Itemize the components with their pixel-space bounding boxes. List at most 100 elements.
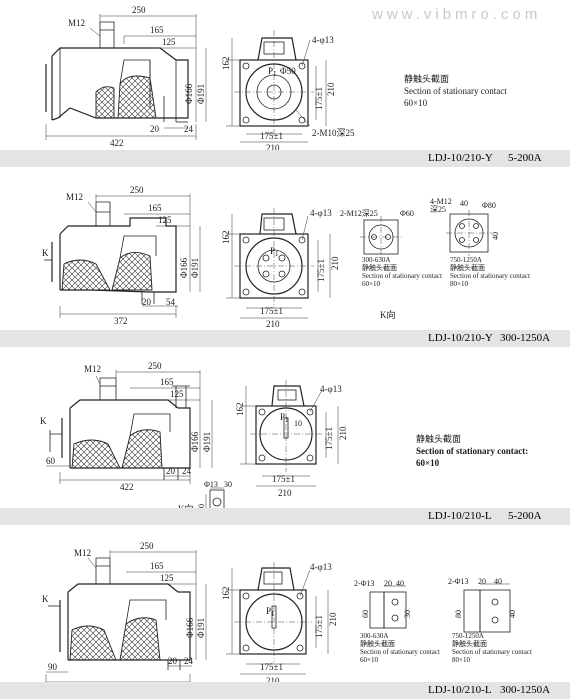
dim-125: 125 [162,37,176,47]
section-note: 静触头截面 Section of stationary contact 60×1… [404,73,507,108]
side-view-dimensions: M12 250 165 125 440 90 20 24 Φ166 Φ191 K [42,541,207,694]
dim-125: 125 [170,389,184,399]
dim-165: 165 [150,25,164,35]
drawing-canvas: M12 250 165 125 372 20 54 Φ166 Φ191 K [42,185,530,329]
model-title: LDJ-10/210-L [428,510,492,522]
section-a-en: Section of stationary contact [360,648,440,656]
section-b-cn: 静触头截面 [452,639,487,648]
section-a-40: 40 [396,579,404,588]
dim-162: 162 [235,403,245,417]
phi-60: Φ60 [400,209,414,218]
contact-section-a: 2-M12深25 Φ60 300-630A 静触头截面 Section of s… [340,209,442,288]
dim-175-horizontal: 175±1 [260,131,283,141]
dim-422: 422 [110,138,124,148]
dim-bolt: 2-M10深25 [312,128,355,138]
drawing-sheet-4: M12 250 165 125 440 90 20 24 Φ166 Φ191 K [0,534,570,700]
dim-phi50: Φ50 [280,66,296,76]
dim-phi166: Φ166 [179,257,189,278]
section-a-top: 2-Φ13 [354,579,375,588]
model-range: 5-200A [508,152,542,164]
section-size: 60×10 [416,458,440,468]
dim-210-horizontal: 210 [266,143,280,153]
dim-phi191: Φ191 [190,258,200,278]
section-label-en: Section of stationary contact [404,86,507,96]
k-marker: K [40,416,47,426]
dim-phi166: Φ166 [190,431,200,452]
dim-250: 250 [132,5,146,15]
dim-250: 250 [140,541,154,551]
front-view-dimensions: 4-φ13 162 175±1 210 175±1 210 P1 K向 [221,208,396,329]
thread-label: M12 [68,18,85,28]
section-a-20: 20 [384,579,392,588]
transformer-side-view [44,201,177,304]
dim-175-horizontal: 175±1 [272,474,295,484]
bolt-a: 2-M12深25 [340,209,378,218]
dim-210-vertical: 210 [338,426,348,440]
dim-175-vertical: 175±1 [316,259,326,282]
dim-20: 20 [150,124,160,134]
dim-422: 422 [120,482,134,492]
dim-holes: 4-φ13 [310,562,332,572]
side-view-dimensions: M12 250 165 125 372 20 54 Φ166 Φ191 K [42,185,201,326]
terminal-p1: P1 [266,606,275,618]
front-view-dimensions: 4-φ13 162 175±1 210 175±1 210 10 P1 [235,384,348,498]
section-b-40: 40 [494,577,502,586]
k-marker: K [42,248,49,258]
section-b-cn: 静触头截面 [450,263,485,272]
dim-372: 372 [114,316,128,326]
section-label-en: Section of stationary contact: [416,446,528,456]
dim-210-horizontal: 210 [278,488,292,498]
section-b-en: Section of stationary contact [452,648,532,656]
terminal-p1: P1 [268,66,277,78]
dim-phi166: Φ166 [184,83,194,104]
section-b-en: Section of stationary contact [450,272,530,280]
section-a-size: 60×10 [362,280,380,288]
k-view-label: K向 [380,309,396,320]
dim-24: 24 [184,124,194,134]
dim-holes: 4-φ13 [320,384,342,394]
dim-40-top: 40 [460,199,468,208]
deep-b: 深25 [430,205,446,214]
model-range: 300-1250A [500,332,551,344]
contact-section-b: 2-Φ13 20 40 80 40 750-1250A 静触头截面 Sectio… [448,577,532,664]
section-label-cn: 静触头截面 [404,73,449,84]
transformer-front-view [234,208,314,308]
dim-phi191: Φ191 [202,432,212,452]
transformer-side-view [45,21,189,123]
drawing-canvas: M12 250 165 125 422 20 24 Φ166 Φ191 [45,5,507,153]
model-title: LDJ-10/210-Y [428,152,493,164]
dim-holes: 4-φ13 [310,208,332,218]
thread-label: M12 [66,192,83,202]
dim-20: 20 [142,297,152,307]
dim-phi191: Φ191 [196,84,206,104]
rating-a: 300-630A [360,632,388,640]
section-a-cn: 静触头截面 [360,639,395,648]
dim-210-vertical: 210 [328,612,338,626]
transformer-front-view [250,380,324,472]
section-b-size: 80×10 [450,280,468,288]
dim-210-vertical: 210 [326,82,336,96]
drawing-sheet-1: M12 250 165 125 422 20 24 Φ166 Φ191 [0,0,570,172]
dim-250: 250 [130,185,144,195]
dim-175-vertical: 175±1 [324,427,334,450]
dim-30: 30 [224,480,232,489]
dim-125: 125 [160,573,174,583]
drawing-canvas: M12 250 165 125 422 60 20 24 Φ166 Φ191 K… [40,361,528,515]
dim-phi166: Φ166 [185,617,195,638]
dim-165: 165 [150,561,164,571]
dim-10: 10 [294,419,302,428]
dim-165: 165 [160,377,174,387]
terminal-p1: P1 [270,246,279,258]
transformer-side-view [49,377,191,480]
bolt-b: 4-M12 [430,197,452,206]
dim-125: 125 [158,215,172,225]
section-a-cn: 静触头截面 [362,263,397,272]
dim-250: 250 [148,361,162,371]
section-a-en: Section of stationary contact [362,272,442,280]
model-range: 5-200A [508,510,542,522]
side-view-dimensions: M12 250 165 125 422 60 20 24 Φ166 Φ191 K [40,361,213,492]
dim-60: 60 [46,456,56,466]
dim-175-horizontal: 175±1 [260,662,283,672]
section-b-top: 2-Φ13 [448,577,469,586]
dim-24: 24 [182,466,192,476]
